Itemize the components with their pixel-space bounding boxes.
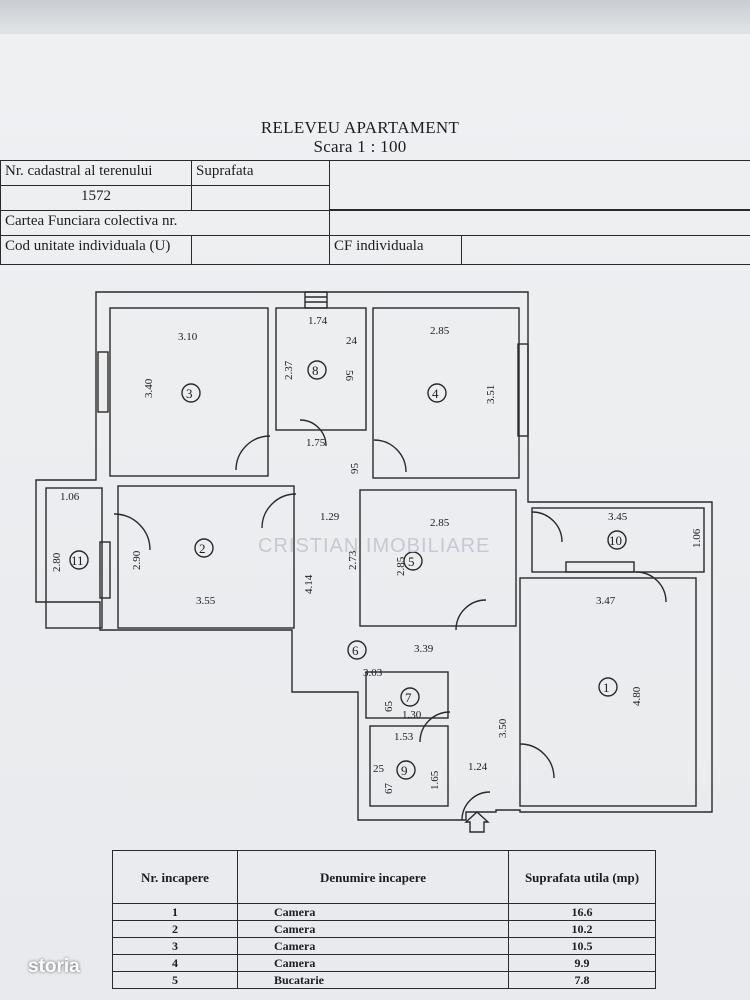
room-7-width: 1.30 <box>402 709 422 721</box>
room-3-height: 3.40 <box>143 378 155 398</box>
storia-logo: storia <box>28 956 80 977</box>
row-number: 4 <box>112 954 238 972</box>
dim-273: 2.73 <box>347 550 359 570</box>
room-11-number: 11 <box>71 553 84 568</box>
header-useful-area: Suprafata utila (mp) <box>508 850 656 904</box>
table-row: 3 Camera 10.5 <box>112 937 656 955</box>
row-name: Camera <box>237 954 509 972</box>
dim-56: 56 <box>343 370 355 382</box>
room-11-width: 1.06 <box>60 491 80 503</box>
room-10-number: 10 <box>609 533 622 548</box>
dim-124: 1.24 <box>468 761 488 773</box>
room-1-height: 4.80 <box>631 686 643 706</box>
row-area: 9.9 <box>508 954 656 972</box>
room-1-width: 3.47 <box>596 595 616 607</box>
room-4-height: 3.51 <box>485 385 497 404</box>
cf-collective-label: Cartea Funciara colectiva nr. <box>0 210 330 236</box>
room-3-number: 3 <box>186 386 193 401</box>
room-2-width: 3.55 <box>196 595 216 607</box>
room-6-height: 3.03 <box>363 667 383 679</box>
title-scale: Scara 1 : 100 <box>313 137 407 156</box>
room-2-height: 2.90 <box>131 550 143 570</box>
room-10-width: 3.45 <box>608 511 628 523</box>
room-3-width: 3.10 <box>178 331 198 343</box>
dim-25: 25 <box>373 763 385 775</box>
cadastral-label: Nr. cadastral al terenului <box>0 160 192 186</box>
room-7-number: 7 <box>405 690 412 705</box>
header-room-number: Nr. incapere <box>112 850 238 904</box>
room-1-number: 1 <box>603 680 610 695</box>
row-number: 5 <box>112 971 238 989</box>
row-number: 3 <box>112 937 238 955</box>
row-area: 10.2 <box>508 920 656 938</box>
dim-350: 3.50 <box>497 718 509 738</box>
row-area: 7.8 <box>508 971 656 989</box>
document-page <box>0 34 750 1000</box>
table-row: 2 Camera 10.2 <box>112 920 656 938</box>
cf-collective-value <box>329 210 750 236</box>
dim-67: 67 <box>383 783 395 795</box>
room-5-width: 2.85 <box>430 517 450 529</box>
title-main: RELEVEU APARTAMENT <box>260 118 460 137</box>
rooms-area-table: Nr. incapere Denumire incapere Suprafata… <box>112 850 656 989</box>
row-area: 10.5 <box>508 937 656 955</box>
row-name: Bucatarie <box>237 971 509 989</box>
row-area: 16.6 <box>508 903 656 921</box>
header-room-name: Denumire incapere <box>237 850 509 904</box>
room-6-number: 6 <box>352 643 359 658</box>
area-value-cell <box>329 160 750 210</box>
row-name: Camera <box>237 903 509 921</box>
room-5-number: 5 <box>408 554 415 569</box>
cf-individual-label: CF individuala <box>329 235 462 265</box>
row-number: 1 <box>112 903 238 921</box>
room-6-width: 3.39 <box>414 643 434 655</box>
room-8-width: 1.74 <box>308 315 328 327</box>
row-name: Camera <box>237 920 509 938</box>
dim-24: 24 <box>346 335 358 347</box>
room-10-height: 1.06 <box>691 528 703 548</box>
room-11-height: 2.80 <box>51 552 63 572</box>
room-5-height: 2.85 <box>395 556 407 576</box>
area-label: Suprafata <box>191 160 330 186</box>
room-9-width: 1.53 <box>394 731 414 743</box>
document-title: RELEVEU APARTAMENT Scara 1 : 100 <box>190 118 530 156</box>
row-number: 2 <box>112 920 238 938</box>
room-9-height: 1.65 <box>429 770 441 790</box>
table-row: 1 Camera 16.6 <box>112 903 656 921</box>
room-4-number: 4 <box>432 386 439 401</box>
rooms-table-header: Nr. incapere Denumire incapere Suprafata… <box>112 850 656 904</box>
floor-plan: CRISTIAN IMOBILIARE 3 8 4 2 11 5 10 6 7 … <box>0 280 750 840</box>
unit-code-label: Cod unitate individuala (U) <box>0 235 192 265</box>
dim-414: 4.14 <box>303 574 315 594</box>
cadastral-value: 1572 <box>0 185 192 211</box>
room-7-height: 65 <box>383 701 395 713</box>
room-4-width: 2.85 <box>430 325 450 337</box>
table-row: 5 Bucatarie 7.8 <box>112 971 656 989</box>
watermark-text: CRISTIAN IMOBILIARE <box>258 535 490 557</box>
unit-code-value <box>191 235 330 265</box>
area-blank-cell <box>191 185 330 211</box>
dim-129: 1.29 <box>320 511 340 523</box>
cf-individual-value <box>461 235 750 265</box>
floor-plan-drawing: CRISTIAN IMOBILIARE 3 8 4 2 11 5 10 6 7 … <box>35 291 713 833</box>
row-name: Camera <box>237 937 509 955</box>
room-2-number: 2 <box>199 541 206 556</box>
dim-95: 95 <box>349 463 361 475</box>
room-9-number: 9 <box>401 763 408 778</box>
room-8-height: 2.37 <box>283 360 295 380</box>
room-8-number: 8 <box>312 363 319 378</box>
dim-175: 1.75 <box>306 437 326 449</box>
table-row: 4 Camera 9.9 <box>112 954 656 972</box>
